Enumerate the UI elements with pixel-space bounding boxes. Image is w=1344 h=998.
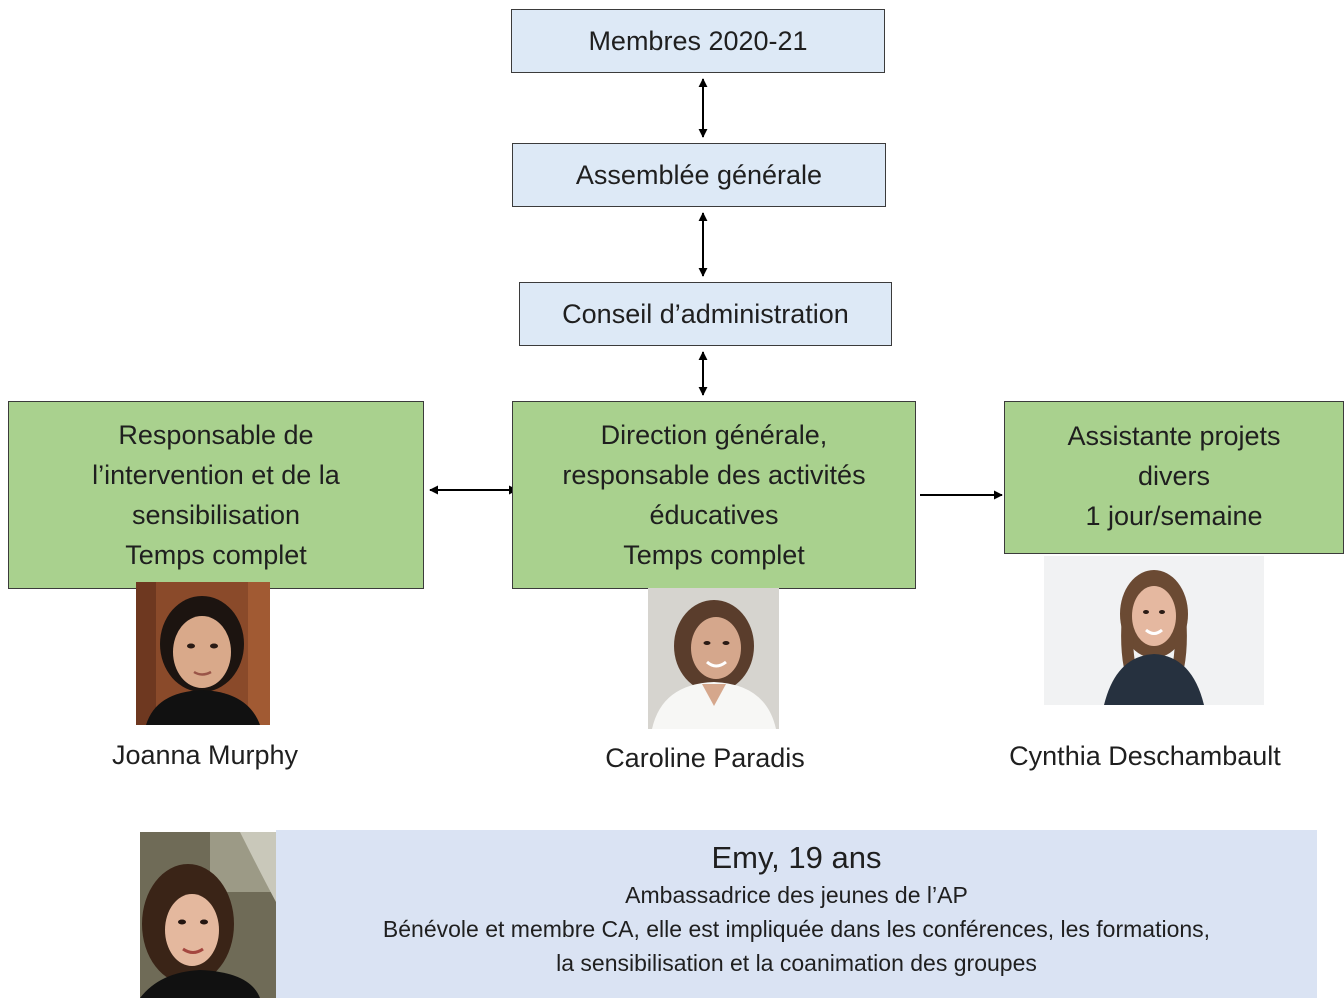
joanna-name: Joanna Murphy <box>111 740 299 770</box>
assistant-role-line: Assistante projets <box>1067 420 1281 451</box>
members-box: Membres 2020-21 <box>511 9 885 73</box>
direction-role-line: responsable des activités <box>562 460 866 490</box>
assembly-label: Assemblée générale <box>575 159 823 190</box>
board-label: Conseil d’administration <box>562 298 849 329</box>
direction-role-line: Temps complet <box>623 540 805 570</box>
assistant-role-box: Assistante projets divers 1 jour/semaine <box>1004 401 1344 554</box>
cynthia-photo <box>1044 556 1264 705</box>
intervention-role-line: Responsable de <box>118 420 314 450</box>
ambassador-title: Emy, 19 ans <box>711 840 882 875</box>
cynthia-name: Cynthia Deschambault <box>1009 741 1281 771</box>
direction-role-line: Direction générale, <box>600 420 828 450</box>
ambassador-description: la sensibilisation et la coanimation des… <box>556 950 1037 976</box>
members-label: Membres 2020-21 <box>588 25 808 56</box>
intervention-role-line: Temps complet <box>125 540 307 570</box>
assembly-box: Assemblée générale <box>512 143 886 207</box>
board-box: Conseil d’administration <box>519 282 892 346</box>
intervention-role-line: sensibilisation <box>131 500 301 530</box>
ambassador-role: Ambassadrice des jeunes de l’AP <box>625 882 968 908</box>
direction-role-box: Direction générale, responsable des acti… <box>512 401 916 589</box>
intervention-role-box: Responsable de l’intervention et de la s… <box>8 401 424 589</box>
intervention-role-line: l’intervention et de la <box>92 460 340 490</box>
ambassador-description: Bénévole et membre CA, elle est impliqué… <box>382 916 1211 942</box>
ambassador-panel: Emy, 19 ans Ambassadrice des jeunes de l… <box>276 830 1317 998</box>
direction-role-line: éducatives <box>649 500 779 530</box>
joanna-photo <box>136 582 270 725</box>
caroline-name: Caroline Paradis <box>605 743 805 773</box>
assistant-role-line: 1 jour/semaine <box>1085 500 1263 531</box>
assistant-role-line: divers <box>1137 460 1211 491</box>
caroline-photo <box>648 588 779 729</box>
emy-photo <box>140 832 276 998</box>
